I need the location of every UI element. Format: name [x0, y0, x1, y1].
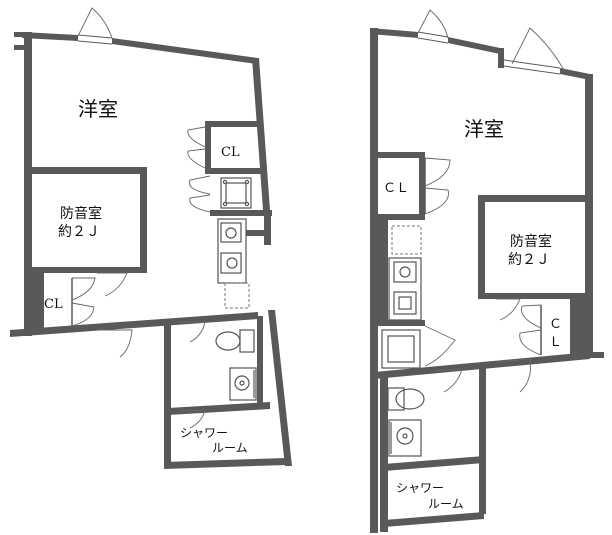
left-soundproof-door: [97, 272, 128, 297]
right-window-2-swing: [511, 27, 566, 73]
left-room-label: 洋室: [78, 97, 118, 121]
left-closet-wall-top: [205, 121, 260, 127]
right-room-label: 洋室: [464, 117, 504, 141]
right-outer-wall-right: [585, 74, 593, 358]
right-kitchen-pillar: [374, 220, 388, 320]
right-closet-wall-bottom: [374, 214, 425, 220]
left-sink: [220, 222, 242, 243]
left-soundproof-wall-bottom: [28, 267, 147, 273]
right-bath-wall-bottom: [384, 512, 484, 527]
left-pipe-block: [246, 230, 266, 236]
left-window-swing: [77, 7, 113, 39]
left-right-wall: [252, 58, 270, 210]
right-cl-door-2: [424, 187, 449, 215]
left-cl2-door-1: [71, 277, 96, 301]
right-pantry-door: [424, 325, 456, 367]
left-bath-wall-mid: [168, 402, 270, 415]
right-top-jog: [498, 48, 504, 68]
right-shower-label-1: シャワー: [396, 481, 444, 495]
right-toilet-tank: [387, 387, 405, 411]
left-corner-stub: [14, 32, 28, 37]
left-closet-wall-bottom: [205, 168, 265, 174]
left-cl-door-2: [187, 148, 206, 169]
right-stove: [381, 329, 421, 369]
right-bath-wall-mid: [384, 456, 484, 471]
left-pantry-door-2: [189, 194, 211, 213]
right-cl-door-1: [424, 157, 451, 187]
left-closet-label: CL: [221, 145, 240, 160]
left-unit: 洋室 CL 防音室 約２Ｊ CL シャワー ルーム: [10, 7, 292, 469]
right-closet-wall-top: [374, 152, 424, 158]
left-fridge-space: [224, 282, 250, 309]
right-basin: [388, 419, 422, 457]
left-top-wall: [22, 32, 78, 41]
right-window-1-swing: [417, 9, 449, 39]
right-soundproof-label-1: 防音室: [510, 233, 552, 250]
right-toilet-bowl: [395, 388, 425, 410]
left-pantry-door-1: [188, 175, 211, 195]
right-bath-wall-left: [380, 374, 388, 532]
left-basin: [229, 367, 257, 401]
left-soundproof-wall-top: [28, 167, 146, 174]
left-outer-wall: [24, 32, 32, 336]
right-cl2-door-2: [519, 329, 542, 356]
right-fridge-wall: [374, 320, 425, 326]
right-soundproof-door: [496, 298, 521, 321]
right-top-wall-3: [560, 68, 590, 80]
right-top-wall-2: [448, 37, 500, 54]
left-cl2-door-2: [71, 302, 95, 327]
right-fridge-space: [391, 225, 422, 255]
left-closet2-label: CL: [44, 297, 63, 312]
right-unit: 洋室 ＣＬ 防音室 約２Ｊ Ｃ Ｌ シャワー ルーム: [370, 9, 604, 533]
right-soundproof-wall-left: [478, 195, 485, 299]
right-soundproof-label-2: 約２Ｊ: [508, 252, 550, 268]
right-closet2-label-1: Ｃ: [549, 317, 562, 332]
right-kitchen-counter: [388, 257, 422, 321]
left-cl-door-1: [187, 126, 206, 148]
right-pillar: [570, 298, 588, 356]
left-top-wall-2: [112, 38, 258, 64]
left-kitchen-wall-top: [210, 210, 272, 216]
left-soundproof-wall-right: [140, 167, 147, 273]
right-closet-wall-right: [419, 152, 425, 216]
left-shower-door: [179, 409, 206, 429]
left-closet-wall-left: [205, 121, 211, 171]
left-corner-stub-2: [14, 45, 26, 50]
left-toilet-door: [180, 321, 206, 343]
left-soundproof-label-1: 防音室: [60, 205, 102, 222]
left-shower-label-1: シャワー: [180, 426, 228, 440]
right-cl2-door-1: [520, 304, 542, 329]
left-bath-inner-wall: [257, 316, 263, 406]
right-soundproof-wall-top: [478, 195, 590, 202]
left-pillar: [24, 270, 44, 332]
right-bath-wall-right: [479, 364, 486, 514]
right-sink: [393, 261, 417, 283]
right-closet2-label-2: Ｌ: [549, 335, 562, 350]
right-entry-door: [496, 358, 531, 393]
right-closet-label: ＣＬ: [383, 181, 409, 196]
right-top-wall-1: [370, 28, 418, 38]
left-bottom-wall: [10, 312, 258, 337]
left-toilet-bowl: [215, 331, 241, 351]
left-soundproof-label-2: 約２Ｊ: [58, 224, 100, 240]
left-bath-wall-left: [164, 322, 171, 468]
left-kitchen-wall-right: [264, 210, 271, 245]
right-corner-stub: [592, 352, 604, 358]
left-bath-wall-bottom: [164, 458, 286, 469]
right-toilet-door: [433, 368, 463, 393]
left-entry-door: [97, 329, 133, 358]
left-shower-label-2: ルーム: [212, 441, 248, 455]
left-toilet-tank: [239, 329, 255, 353]
left-stove: [220, 177, 252, 209]
right-shower-label-2: ルーム: [428, 497, 464, 511]
right-soundproof-wall-bottom: [478, 293, 590, 299]
left-bath-wall-right: [268, 310, 292, 466]
